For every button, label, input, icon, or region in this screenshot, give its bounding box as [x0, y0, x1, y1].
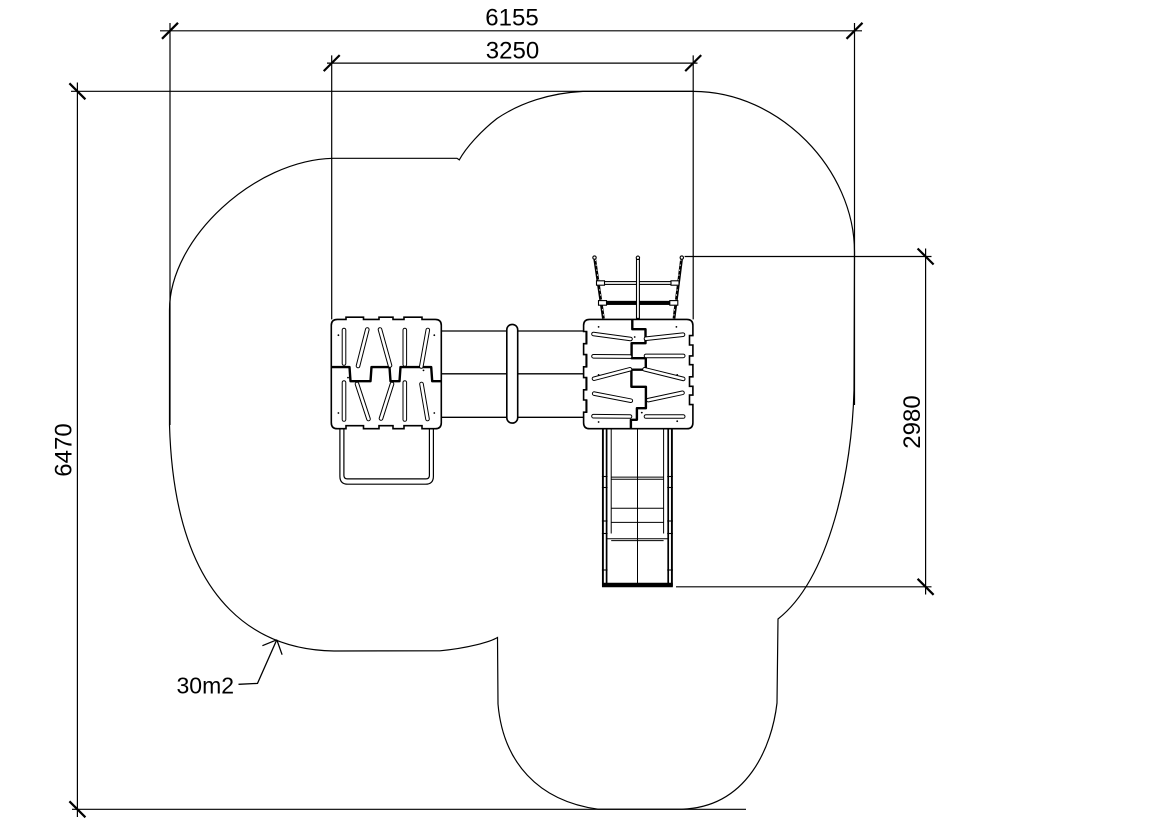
svg-text:6155: 6155	[485, 4, 538, 31]
svg-text:3250: 3250	[486, 38, 539, 65]
svg-text:2980: 2980	[899, 395, 926, 448]
svg-text:6470: 6470	[51, 423, 78, 476]
svg-text:30m2: 30m2	[177, 673, 235, 699]
